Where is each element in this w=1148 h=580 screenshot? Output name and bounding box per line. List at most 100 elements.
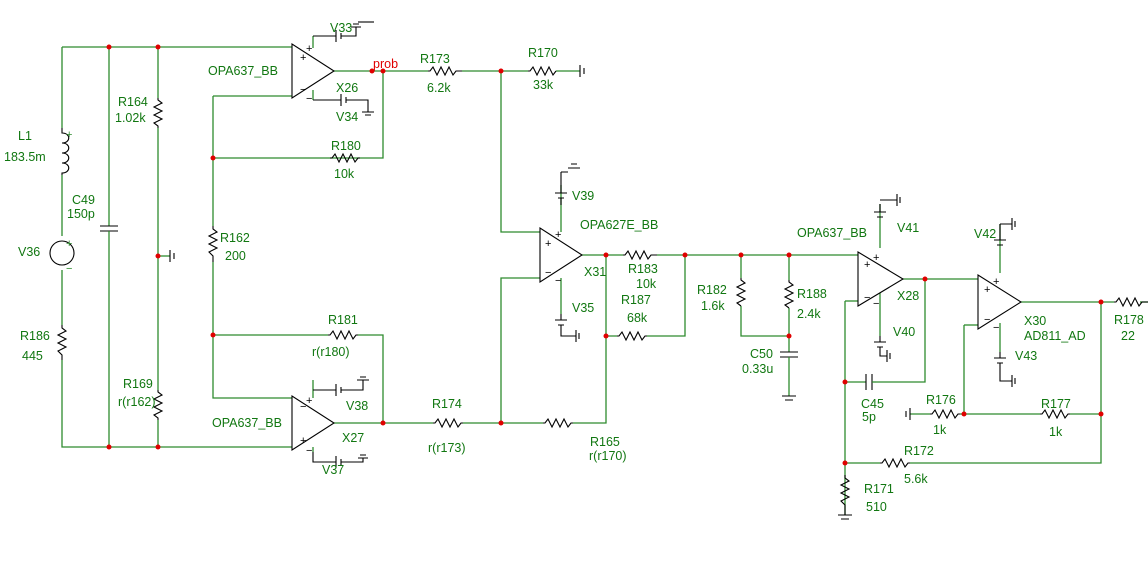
resistor-r169[interactable]: [152, 390, 164, 420]
resistor-r178[interactable]: [1114, 296, 1148, 308]
x27-ref: X27: [342, 431, 364, 445]
voltage-source-v36[interactable]: + −: [49, 238, 75, 275]
resistor-r182[interactable]: [735, 278, 747, 307]
r181-value: r(r180): [312, 345, 350, 359]
v33-ref: V33: [330, 21, 352, 35]
svg-text:−: −: [545, 267, 551, 279]
resistor-r186[interactable]: [56, 325, 68, 360]
supply-v37[interactable]: [312, 452, 368, 468]
opamp-x28[interactable]: + − + −: [857, 251, 905, 310]
svg-text:+: +: [300, 435, 306, 447]
svg-text:−: −: [66, 263, 72, 275]
junction-dots: [106, 44, 1104, 466]
x27-model: OPA637_BB: [212, 416, 282, 430]
v35-ref: V35: [572, 301, 594, 315]
r180-value: 10k: [334, 167, 355, 181]
resistor-r176[interactable]: [930, 408, 960, 420]
supply-v33[interactable]: [313, 21, 374, 42]
svg-text:+: +: [984, 284, 990, 296]
v42-ref: V42: [974, 227, 996, 241]
svg-text:+: +: [873, 252, 879, 264]
probe-label: prob: [373, 57, 398, 71]
resistor-r187[interactable]: [617, 330, 647, 342]
resistor-r188[interactable]: [783, 280, 795, 309]
svg-text:+: +: [300, 52, 306, 64]
svg-text:+: +: [545, 238, 551, 250]
svg-text:+: +: [306, 43, 312, 55]
supply-v42[interactable]: [994, 218, 1016, 246]
c50-ref: C50: [750, 347, 773, 361]
resistor-r171[interactable]: [839, 475, 851, 515]
supply-v39[interactable]: [555, 163, 580, 205]
resistor-r164[interactable]: [152, 98, 164, 128]
svg-text:−: −: [984, 314, 990, 326]
resistor-r183[interactable]: [623, 249, 657, 261]
v40-ref: V40: [893, 325, 915, 339]
opamp-x31[interactable]: + − + −: [539, 226, 584, 287]
resistor-r165[interactable]: [543, 417, 573, 429]
supply-v34[interactable]: [313, 94, 374, 116]
c45-value: 5p: [862, 410, 876, 424]
opamp-x27[interactable]: − + + −: [291, 394, 336, 457]
supply-v35[interactable]: [555, 314, 580, 342]
x26-model: OPA637_BB: [208, 64, 278, 78]
svg-text:+: +: [864, 259, 870, 271]
svg-text:−: −: [993, 322, 999, 334]
x30-model: AD811_AD: [1024, 329, 1086, 343]
svg-text:−: −: [873, 298, 879, 310]
resistor-r181[interactable]: [328, 329, 358, 341]
r177-ref: R177: [1041, 397, 1071, 411]
c45-ref: C45: [861, 397, 884, 411]
r173-ref: R173: [420, 52, 450, 66]
r181-ref: R181: [328, 313, 358, 327]
svg-text:−: −: [555, 275, 561, 287]
r176-value: 1k: [933, 423, 947, 437]
supply-v41[interactable]: [874, 194, 901, 218]
r186-value: 445: [22, 349, 43, 363]
r172-ref: R172: [904, 444, 934, 458]
r164-ref: R164: [118, 95, 148, 109]
v43-ref: V43: [1015, 349, 1037, 363]
r169-value: r(r162): [118, 395, 156, 409]
opamp-x26[interactable]: + − + −: [291, 42, 336, 105]
r165-ref: R165: [590, 435, 620, 449]
x31-model: OPA627E_BB: [580, 218, 658, 232]
c50-value: 0.33u: [742, 362, 773, 376]
svg-text:+: +: [555, 229, 561, 241]
svg-text:+: +: [66, 238, 72, 250]
r178-ref: R178: [1114, 313, 1144, 327]
resistor-r177[interactable]: [1040, 408, 1070, 420]
r186-ref: R186: [20, 329, 50, 343]
capacitor-c45[interactable]: [865, 374, 876, 390]
resistor-r172[interactable]: [880, 457, 910, 469]
v37-ref: V37: [322, 463, 344, 477]
supply-v38[interactable]: [313, 376, 369, 396]
resistor-r174[interactable]: [433, 417, 463, 429]
r176-ref: R176: [926, 393, 956, 407]
supply-v43[interactable]: [994, 352, 1016, 387]
resistor-r180[interactable]: [330, 152, 360, 164]
svg-text:−: −: [300, 84, 306, 96]
supply-v40[interactable]: [874, 336, 891, 362]
svg-text:+: +: [66, 129, 72, 141]
r187-value: 68k: [627, 311, 648, 325]
labels: prob L1 183.5m C49 150p V36 R186 445 R16…: [4, 21, 1144, 514]
inductor-l1[interactable]: +: [61, 128, 72, 175]
capacitor-c50[interactable]: [780, 351, 798, 366]
svg-text:−: −: [864, 292, 870, 304]
capacitor-c49[interactable]: [100, 225, 118, 238]
x30-ref: X30: [1024, 314, 1046, 328]
resistor-r170[interactable]: [528, 65, 557, 77]
r174-ref: R174: [432, 397, 462, 411]
resistor-r173[interactable]: [428, 65, 462, 77]
r187-ref: R187: [621, 293, 651, 307]
svg-text:−: −: [306, 445, 312, 457]
resistor-r162[interactable]: [207, 226, 219, 262]
r188-value: 2.4k: [797, 307, 821, 321]
l1-value: 183.5m: [4, 150, 46, 164]
r172-value: 5.6k: [904, 472, 928, 486]
c49-value: 150p: [67, 207, 95, 221]
v39-ref: V39: [572, 189, 594, 203]
r183-value: 10k: [636, 277, 657, 291]
opamp-x30[interactable]: + − + −: [977, 274, 1023, 334]
